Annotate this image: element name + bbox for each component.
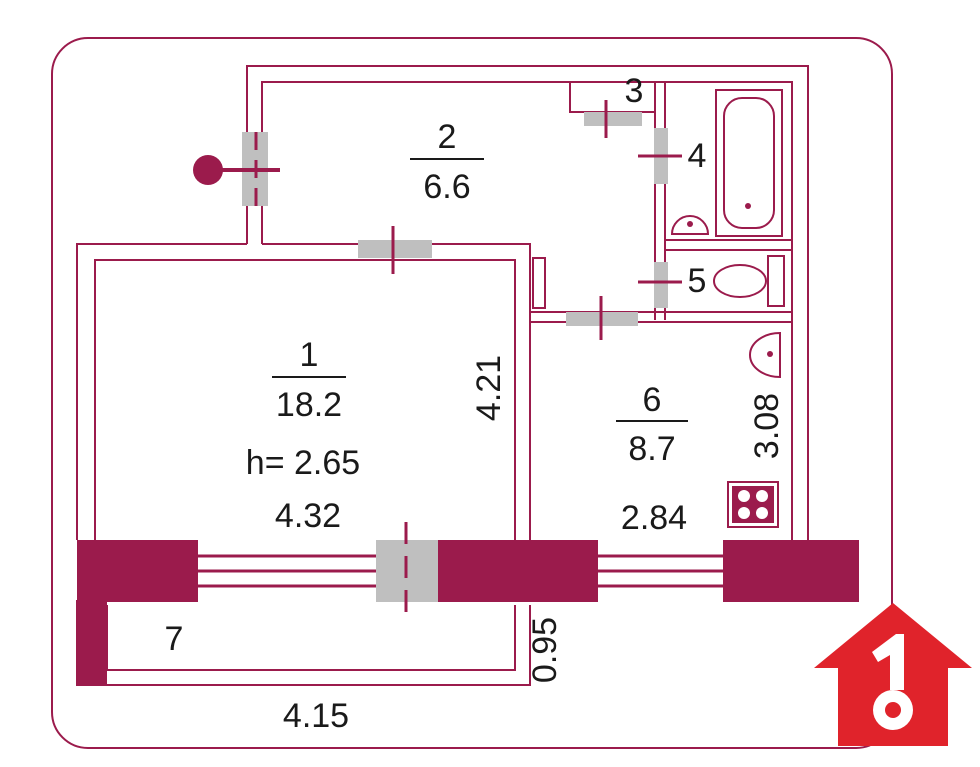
toilet-icon bbox=[713, 255, 785, 307]
entrance-marker-icon bbox=[193, 132, 280, 206]
stove-icon bbox=[727, 481, 779, 528]
room-4-number: 4 bbox=[688, 137, 707, 175]
room-6-length: 3.08 bbox=[748, 393, 786, 459]
fraction-bars bbox=[272, 158, 688, 422]
room-2-area: 6.6 bbox=[423, 168, 470, 206]
bathtub-icon bbox=[715, 89, 783, 237]
room-7-width: 4.15 bbox=[283, 697, 349, 735]
plan-frame bbox=[51, 37, 893, 749]
sink-icon bbox=[670, 215, 710, 235]
room-7-depth: 0.95 bbox=[526, 617, 564, 683]
room-5-number: 5 bbox=[688, 262, 707, 300]
room-1-height: h= 2.65 bbox=[246, 444, 360, 482]
exterior-wall bbox=[77, 540, 859, 685]
doors bbox=[242, 100, 682, 622]
house-key-logo-icon bbox=[814, 603, 972, 746]
room-1-number: 1 bbox=[300, 336, 319, 374]
room-2-number: 2 bbox=[438, 118, 457, 156]
room-1-width: 4.32 bbox=[275, 497, 341, 535]
room-7-number: 7 bbox=[165, 620, 184, 658]
room-1-length: 4.21 bbox=[470, 355, 508, 421]
room-6-width: 2.84 bbox=[621, 499, 687, 537]
room-labels: 2 6.6 3 4 5 1 18.2 h= 2.65 4.32 6 8.7 2.… bbox=[165, 72, 786, 735]
room-6-area: 8.7 bbox=[628, 430, 675, 468]
room-6-number: 6 bbox=[643, 381, 662, 419]
kitchen-sink-icon bbox=[749, 331, 781, 379]
room-1-area: 18.2 bbox=[276, 386, 342, 424]
room-3-number: 3 bbox=[625, 72, 644, 110]
